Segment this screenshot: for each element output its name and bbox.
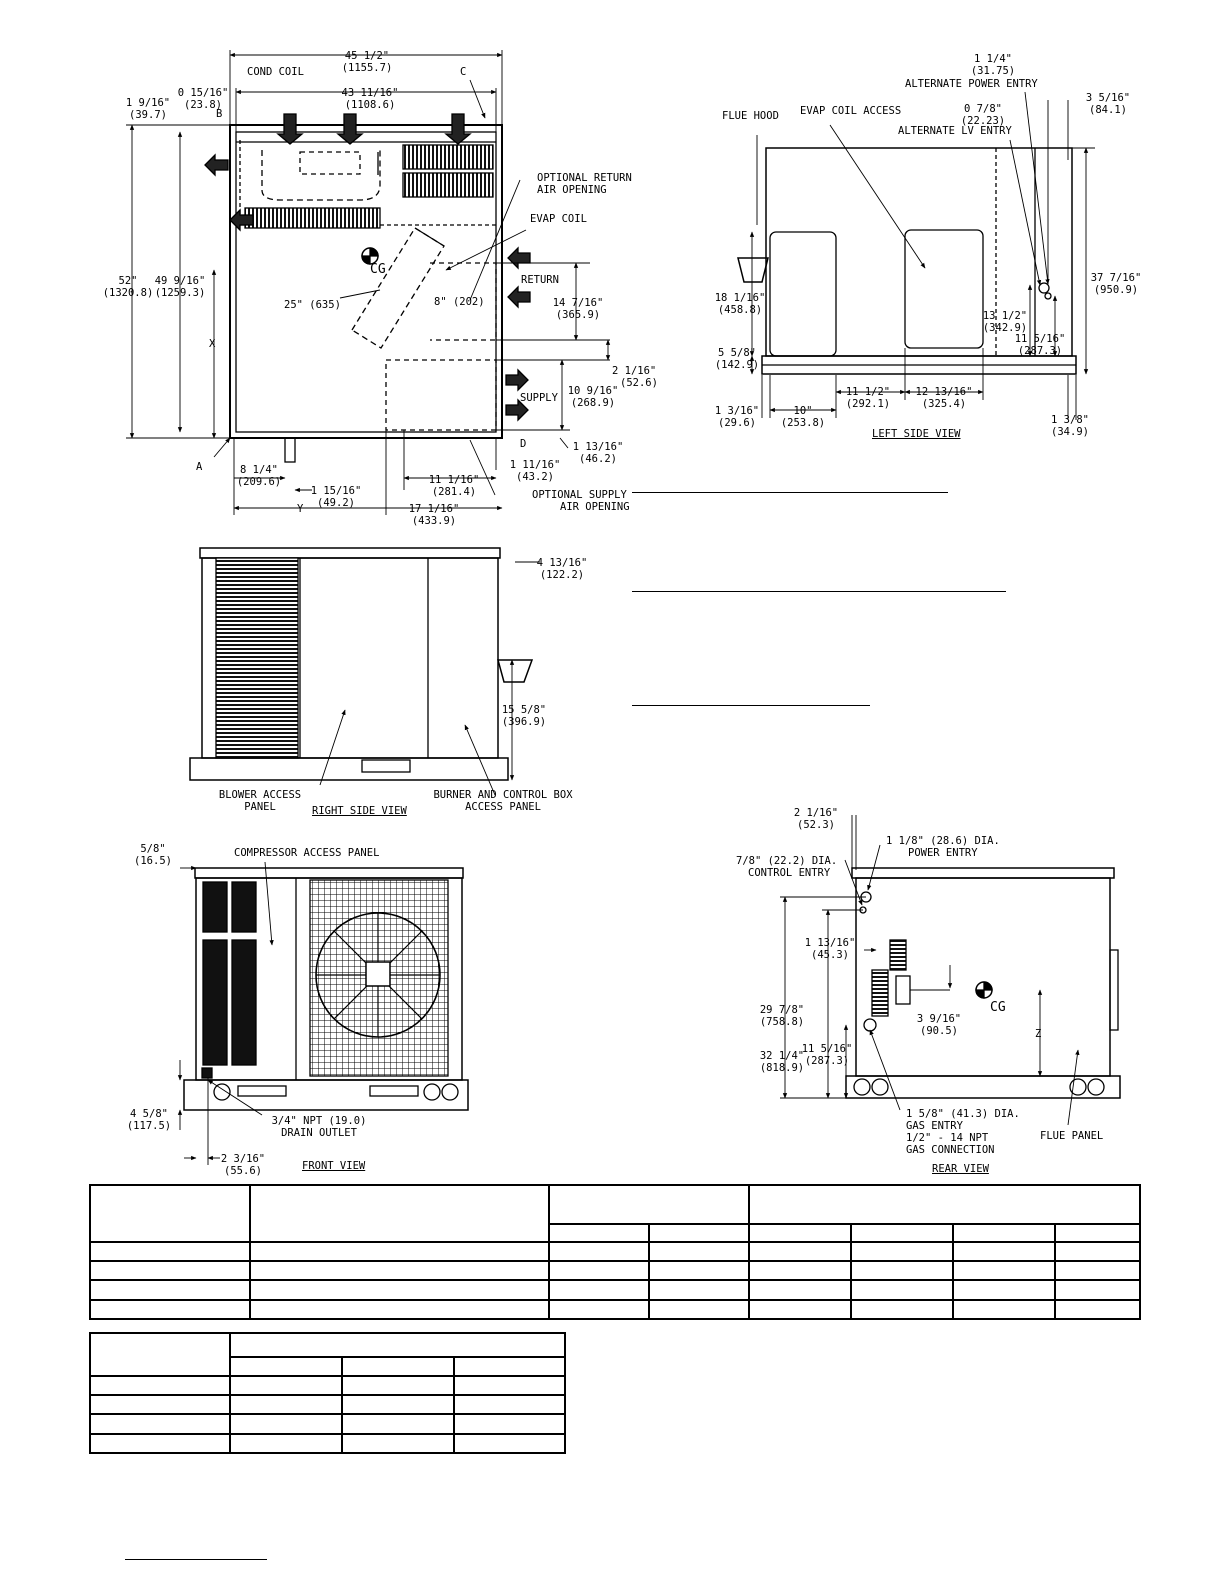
top-view-dimensions [126, 50, 611, 515]
leg-width-dim: 1 15/16"(49.2) [310, 485, 362, 509]
rsv-hood-dim: 15 5/8"(396.9) [501, 704, 547, 728]
lsv-right-edge-dim: 1 3/8"(34.9) [1051, 414, 1089, 438]
lsv-lv-dim: 0 7/8"(22.23) [960, 103, 1006, 127]
rv-32-dim: 32 1/4"(818.9) [759, 1050, 805, 1074]
separator-line [632, 591, 1006, 592]
return-label: RETURN [521, 274, 559, 286]
top-inner-width: 43 11/16"(1108.6) [341, 87, 399, 111]
fv-drain-label: 3/4" NPT (19.0)DRAIN OUTLET [271, 1115, 367, 1139]
lsv-flue-dim: 18 1/16"(458.8) [714, 292, 766, 316]
return-gap-label: 8" (202) [434, 296, 485, 308]
fv-drain-w-dim: 2 3/16"(55.6) [220, 1153, 266, 1177]
rv-3-dim: 3 9/16"(90.5) [916, 1013, 962, 1037]
var-x-label: X [209, 338, 216, 350]
front-view-dimensions [177, 861, 274, 1165]
leg-offset-dim: 8 1/4"(209.6) [236, 464, 282, 488]
dimensions-table [89, 1184, 1141, 1321]
top-inner-depth: 49 9/16"(1259.3) [154, 275, 206, 299]
rv-cg-label: CG [990, 1000, 1006, 1015]
rv-flue-panel-label: FLUE PANEL [1040, 1130, 1104, 1142]
lsv-ten-dim: 10"(253.8) [780, 405, 826, 429]
return-height-dim: 14 7/16"(365.9) [552, 297, 604, 321]
rear-view-dimensions [780, 815, 1080, 1126]
right-side-view-dimensions [319, 561, 540, 796]
rv-power-label: 1 1/8" (28.6) DIA.POWER ENTRY [886, 835, 1000, 859]
bottom-supply-dim: 1 13/16"(46.2) [572, 441, 624, 465]
supply-label: SUPPLY [520, 392, 558, 404]
lsv-evap-access-label: EVAP COIL ACCESS [800, 105, 902, 117]
lsv-power-height-dim: 11 5/16"(287.3) [1014, 333, 1066, 357]
lsv-title: LEFT SIDE VIEW [872, 428, 961, 440]
left-side-view-drawing [737, 147, 1077, 375]
gap-dim: 2 1/16"(52.6) [612, 365, 658, 389]
rv-small-dim: 1 13/16"(45.3) [804, 937, 856, 961]
top-left-offset: 0 15/16"(23.8) [177, 87, 229, 111]
rv-control-label: 7/8" (22.2) DIA.CONTROL ENTRY [736, 855, 838, 879]
rv-29-dim: 29 7/8"(758.8) [759, 1004, 805, 1028]
top-top-offset: 1 9/16"(39.7) [125, 97, 171, 121]
corner-a-label: A [196, 461, 203, 473]
rsv-title: RIGHT SIDE VIEW [312, 805, 407, 817]
fv-top-dim: 5/8"(16.5) [134, 843, 172, 867]
rv-11-dim: 11 5/16"(287.3) [801, 1043, 853, 1067]
front-view-drawing [183, 867, 469, 1111]
left-side-view-dimensions [749, 91, 1095, 420]
top-overall-depth: 52"(1320.8) [102, 275, 154, 299]
corner-c-label: C [460, 66, 467, 78]
fv-drain-h-dim: 4 5/8"(117.5) [126, 1108, 172, 1132]
separator-line [632, 705, 870, 706]
rv-top-dim: 2 1/16"(52.3) [793, 807, 839, 831]
rv-z-label: Z [1035, 1028, 1042, 1040]
separator-line [632, 492, 948, 493]
top-overall-width: 45 1/2"(1155.7) [341, 50, 393, 74]
evap-coil-label: EVAP COIL [530, 213, 587, 225]
cg-table [89, 1331, 566, 1455]
lsv-alt-power-label: ALTERNATE POWER ENTRY [905, 78, 1038, 90]
lsv-flue-hood-label: FLUE HOOD [722, 110, 779, 122]
cg-label: CG [370, 262, 386, 277]
right-edge-dim: 1 11/16"(43.2) [509, 459, 561, 483]
fv-compressor-label: COMPRESSOR ACCESS PANEL [234, 847, 380, 859]
corner-b-label: B [216, 108, 223, 120]
rear-view-drawing [845, 867, 1121, 1099]
lsv-eleven-dim: 11 1/2"(292.1) [845, 386, 891, 410]
lsv-alt-lv-label: ALTERNATE LV ENTRY [898, 125, 1012, 137]
right-side-view-drawing [189, 547, 534, 781]
supply-width-dim: 11 1/16"(281.4) [428, 474, 480, 498]
lsv-power-dim: 1 1/4"(31.75) [970, 53, 1016, 77]
lsv-base-dim: 5 5/8"(142.9) [714, 347, 760, 371]
corner-d-label: D [520, 438, 527, 450]
fv-title: FRONT VIEW [302, 1160, 366, 1172]
lsv-twelve-dim: 12 13/16"(325.4) [915, 386, 973, 410]
supply-offset-dim: 17 1/16"(433.9) [408, 503, 460, 527]
var-y-label: Y [297, 503, 304, 515]
top-view-drawing [204, 113, 531, 463]
rv-title: REAR VIEW [932, 1163, 989, 1175]
evap-diag-label: 25" (635) [284, 299, 341, 311]
lsv-right-dim: 3 5/16"(84.1) [1085, 92, 1131, 116]
separator-line [125, 1559, 267, 1560]
supply-height-dim: 10 9/16"(268.9) [567, 385, 619, 409]
lsv-height-dim: 37 7/16"(950.9) [1090, 272, 1142, 296]
rsv-top-dim: 4 13/16"(122.2) [536, 557, 588, 581]
lsv-left-edge-dim: 1 3/16"(29.6) [714, 405, 760, 429]
cond-coil-label: COND COIL [247, 66, 304, 78]
lsv-lv-height-dim: 13 1/2"(342.9) [982, 310, 1028, 334]
